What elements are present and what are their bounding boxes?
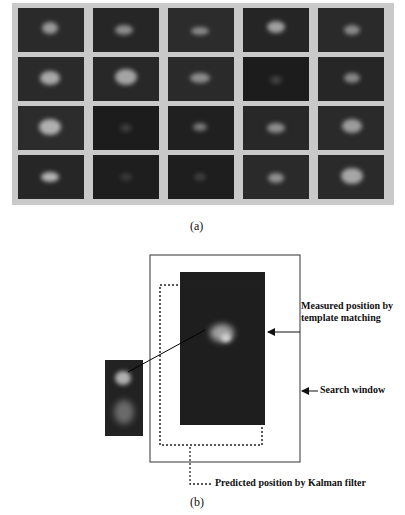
measured-position-box: [180, 272, 265, 425]
leader-line: [128, 330, 205, 372]
face-image: [105, 360, 143, 436]
callout-arrow: [302, 391, 318, 392]
leader-line: [190, 447, 212, 484]
callout-label: Measured position by template matching: [301, 300, 401, 323]
callout-arrow: [268, 332, 300, 333]
callout-label: Search window: [320, 384, 385, 396]
predicted-position-box: [160, 285, 262, 445]
tracking-illustration: [105, 255, 318, 484]
panel-label: (b): [190, 496, 204, 510]
callout-label: Predicted position by Kalman filter: [215, 477, 366, 489]
search-window: [150, 255, 300, 462]
panel-label: (a): [190, 220, 203, 234]
thumbnail-grid: [12, 3, 394, 205]
